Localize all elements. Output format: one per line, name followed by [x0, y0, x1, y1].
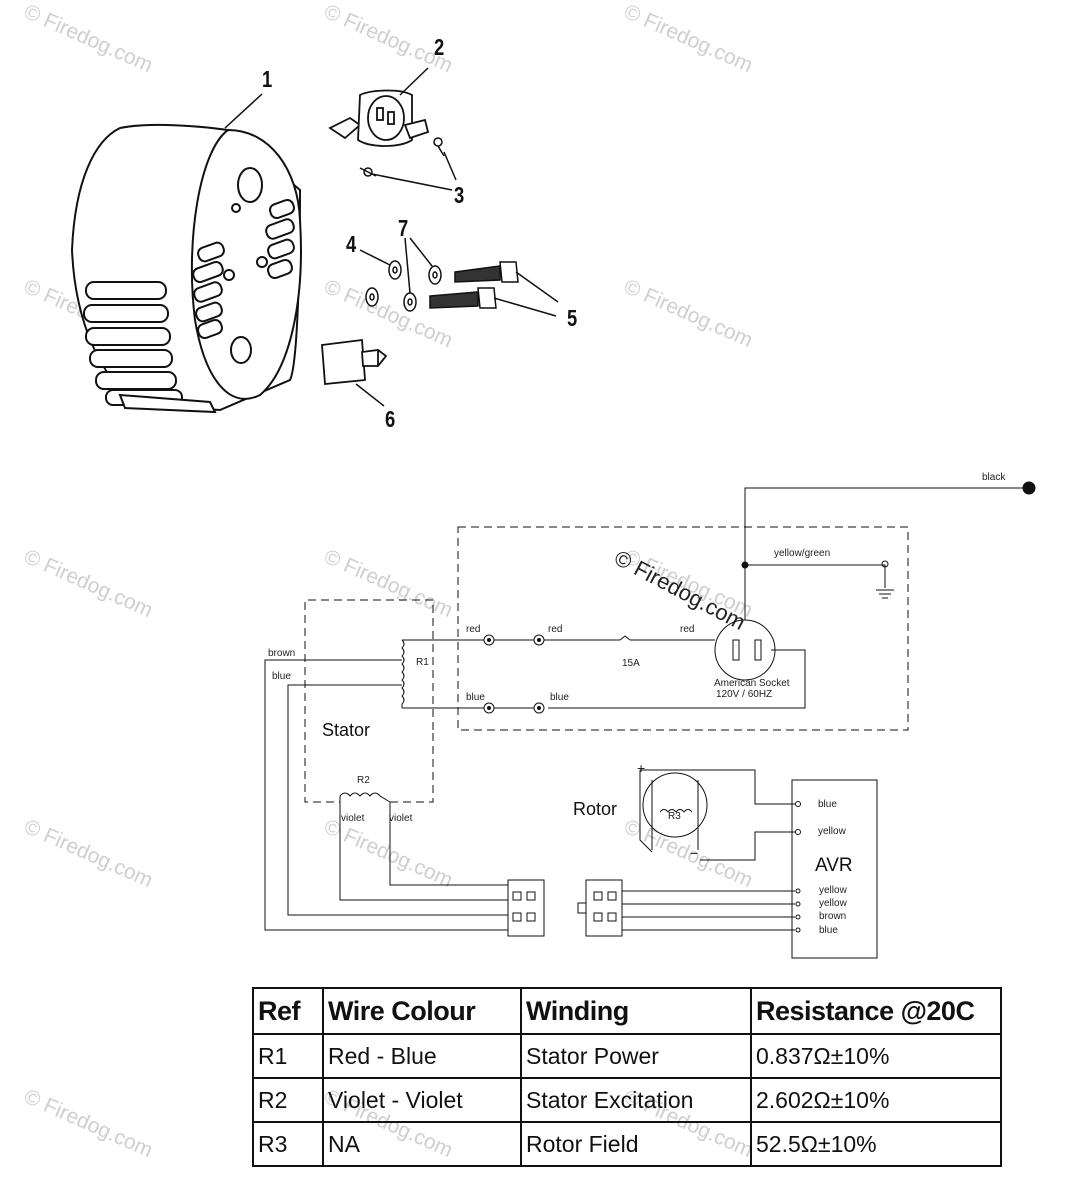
label-r3: R3 — [668, 811, 681, 822]
label-socket-2: 120V / 60HZ — [716, 689, 773, 700]
label-blue-2: blue — [550, 692, 569, 703]
avr-box — [791, 779, 878, 959]
label-violet-2: violet — [389, 813, 413, 824]
circuit-breaker-part — [321, 338, 388, 385]
wiring-schematic — [264, 481, 1036, 959]
callout-3: 3 — [454, 182, 465, 208]
label-red-3: red — [680, 624, 695, 635]
table-row: R2 Violet - Violet Stator Excitation 2.6… — [252, 1077, 1002, 1123]
label-r1: R1 — [416, 657, 429, 668]
label-blue-1: blue — [466, 692, 485, 703]
callout-2: 2 — [434, 34, 445, 60]
label-avr-yellow-3: yellow — [819, 898, 847, 909]
label-plus: + — [637, 760, 646, 776]
r3-coil — [659, 809, 693, 813]
table-row: R1 Red - Blue Stator Power 0.837Ω±10% — [252, 1033, 1002, 1079]
label-avr-blue-2: blue — [819, 925, 838, 936]
bolts-part — [429, 261, 519, 309]
label-r2: R2 — [357, 775, 370, 786]
exploded-parts-drawing — [70, 67, 559, 414]
winding-resistance-table: Ref Wire Colour Winding Resistance @20C … — [252, 987, 1002, 1167]
brown-wire — [264, 659, 508, 931]
label-minus: − — [690, 845, 699, 861]
watermark-text: © Firedog.com — [20, 1085, 157, 1163]
cell-resistance: 0.837Ω±10% — [750, 1033, 1002, 1079]
ground-terminal — [1022, 481, 1036, 495]
american-socket-part — [328, 89, 430, 147]
label-red-1: red — [466, 624, 481, 635]
label-violet-1: violet — [341, 813, 365, 824]
label-avr-blue: blue — [818, 799, 837, 810]
cell-ref: R3 — [252, 1121, 324, 1167]
cell-resistance: 52.5Ω±10% — [750, 1121, 1002, 1167]
cell-winding: Stator Excitation — [520, 1077, 752, 1123]
label-fuse: 15A — [622, 658, 640, 669]
fuse-symbol — [619, 635, 631, 641]
stator-outline — [304, 599, 434, 803]
callout-6: 6 — [385, 406, 396, 432]
alternator-housing — [70, 123, 302, 414]
label-stator: Stator — [322, 720, 371, 740]
cell-ref: R2 — [252, 1077, 324, 1123]
blue-wire — [287, 684, 508, 916]
label-yellow-green: yellow/green — [774, 548, 831, 559]
black-wire — [744, 487, 1028, 565]
cell-resistance: 2.602Ω±10% — [750, 1077, 1002, 1123]
plug-connector — [507, 879, 545, 937]
callout-1: 1 — [262, 66, 273, 92]
label-black: black — [982, 472, 1006, 483]
label-avr-yellow-2: yellow — [819, 885, 847, 896]
label-avr-yellow: yellow — [818, 826, 846, 837]
label-socket-1: American Socket — [714, 678, 790, 689]
yellow-green-wire — [745, 564, 886, 588]
label-red-2: red — [548, 624, 563, 635]
earth-symbol — [876, 589, 894, 599]
cell-wire-colour: Violet - Violet — [322, 1077, 522, 1123]
label-rotor: Rotor — [573, 799, 618, 819]
cell-wire-colour: Red - Blue — [322, 1033, 522, 1079]
header-resistance: Resistance @20C — [750, 987, 1002, 1035]
r2-coil — [339, 792, 391, 803]
label-brown: brown — [268, 648, 296, 659]
cell-winding: Stator Power — [520, 1033, 752, 1079]
cell-winding: Rotor Field — [520, 1121, 752, 1167]
label-blue-left: blue — [272, 671, 291, 682]
table-header-row: Ref Wire Colour Winding Resistance @20C — [252, 987, 1002, 1035]
header-winding: Winding — [520, 987, 752, 1035]
cell-wire-colour: NA — [322, 1121, 522, 1167]
header-ref: Ref — [252, 987, 324, 1035]
washers-part — [365, 260, 442, 312]
socket-symbol — [714, 619, 776, 681]
table-row: R3 NA Rotor Field 52.5Ω±10% — [252, 1121, 1002, 1167]
header-wire-colour: Wire Colour — [322, 987, 522, 1035]
label-avr-brown: brown — [819, 911, 847, 922]
callout-4: 4 — [346, 231, 357, 257]
control-box-outline — [457, 526, 909, 731]
callout-5: 5 — [567, 305, 578, 331]
socket-connector — [585, 879, 623, 937]
cell-ref: R1 — [252, 1033, 324, 1079]
callout-7: 7 — [398, 215, 409, 241]
rotor-symbol — [642, 772, 708, 838]
r1-coil — [401, 639, 405, 708]
label-avr: AVR — [815, 855, 853, 876]
